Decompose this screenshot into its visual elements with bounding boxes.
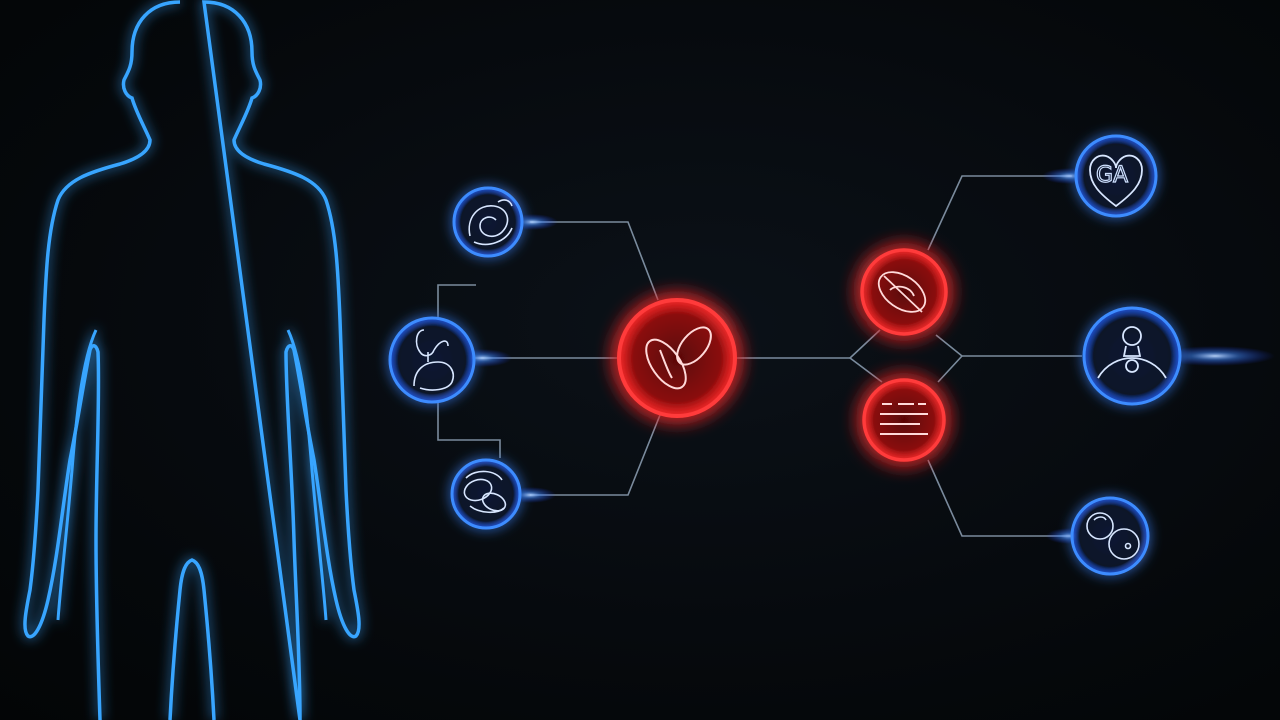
connector-upper-to-heart bbox=[927, 175, 1072, 251]
left-arm-inner bbox=[56, 329, 98, 621]
heart-glyph-text: GA bbox=[1096, 163, 1128, 188]
connector-left-bracket-top bbox=[437, 284, 476, 320]
node-blood-cell-mid-left bbox=[388, 316, 476, 404]
flare-person-right bbox=[1155, 346, 1275, 366]
node-red-lower bbox=[862, 378, 946, 462]
connector-top-left bbox=[530, 221, 659, 301]
node-heart: GA bbox=[1074, 134, 1158, 218]
node-red-upper bbox=[860, 248, 948, 336]
right-arm-inner bbox=[286, 329, 328, 621]
divided-cell-icon bbox=[1086, 512, 1140, 560]
node-divided-cell bbox=[1070, 496, 1150, 576]
connector-to-upper-red bbox=[849, 329, 881, 359]
cell-swirl-icon bbox=[468, 199, 513, 246]
red-blood-cells-icon bbox=[645, 326, 712, 390]
person-figure-icon bbox=[1097, 326, 1167, 379]
node-blood-cell-bottom-left bbox=[450, 458, 522, 530]
cell-cluster-icon bbox=[463, 470, 507, 514]
human-silhouette bbox=[23, 0, 361, 720]
connector-lower-to-person bbox=[937, 355, 963, 383]
connector-left-bracket-bottom bbox=[437, 400, 501, 458]
connector-upper-to-person bbox=[935, 334, 1082, 357]
cell-slash-icon bbox=[877, 271, 927, 313]
connector-to-lower-red bbox=[849, 357, 883, 383]
text-lines-icon bbox=[880, 403, 928, 435]
organ-figure-icon bbox=[413, 329, 454, 391]
heart-icon: GA bbox=[1089, 154, 1143, 208]
node-blood-cell-top-left bbox=[452, 186, 524, 258]
connector-lower-to-cell bbox=[927, 459, 1072, 537]
connector-bottom-left bbox=[530, 414, 661, 496]
body-outline bbox=[23, 0, 361, 720]
node-person bbox=[1082, 306, 1182, 406]
inner-leg-outline bbox=[168, 558, 216, 720]
node-red-blood-cell-center bbox=[617, 298, 737, 418]
connectors bbox=[437, 175, 1082, 537]
